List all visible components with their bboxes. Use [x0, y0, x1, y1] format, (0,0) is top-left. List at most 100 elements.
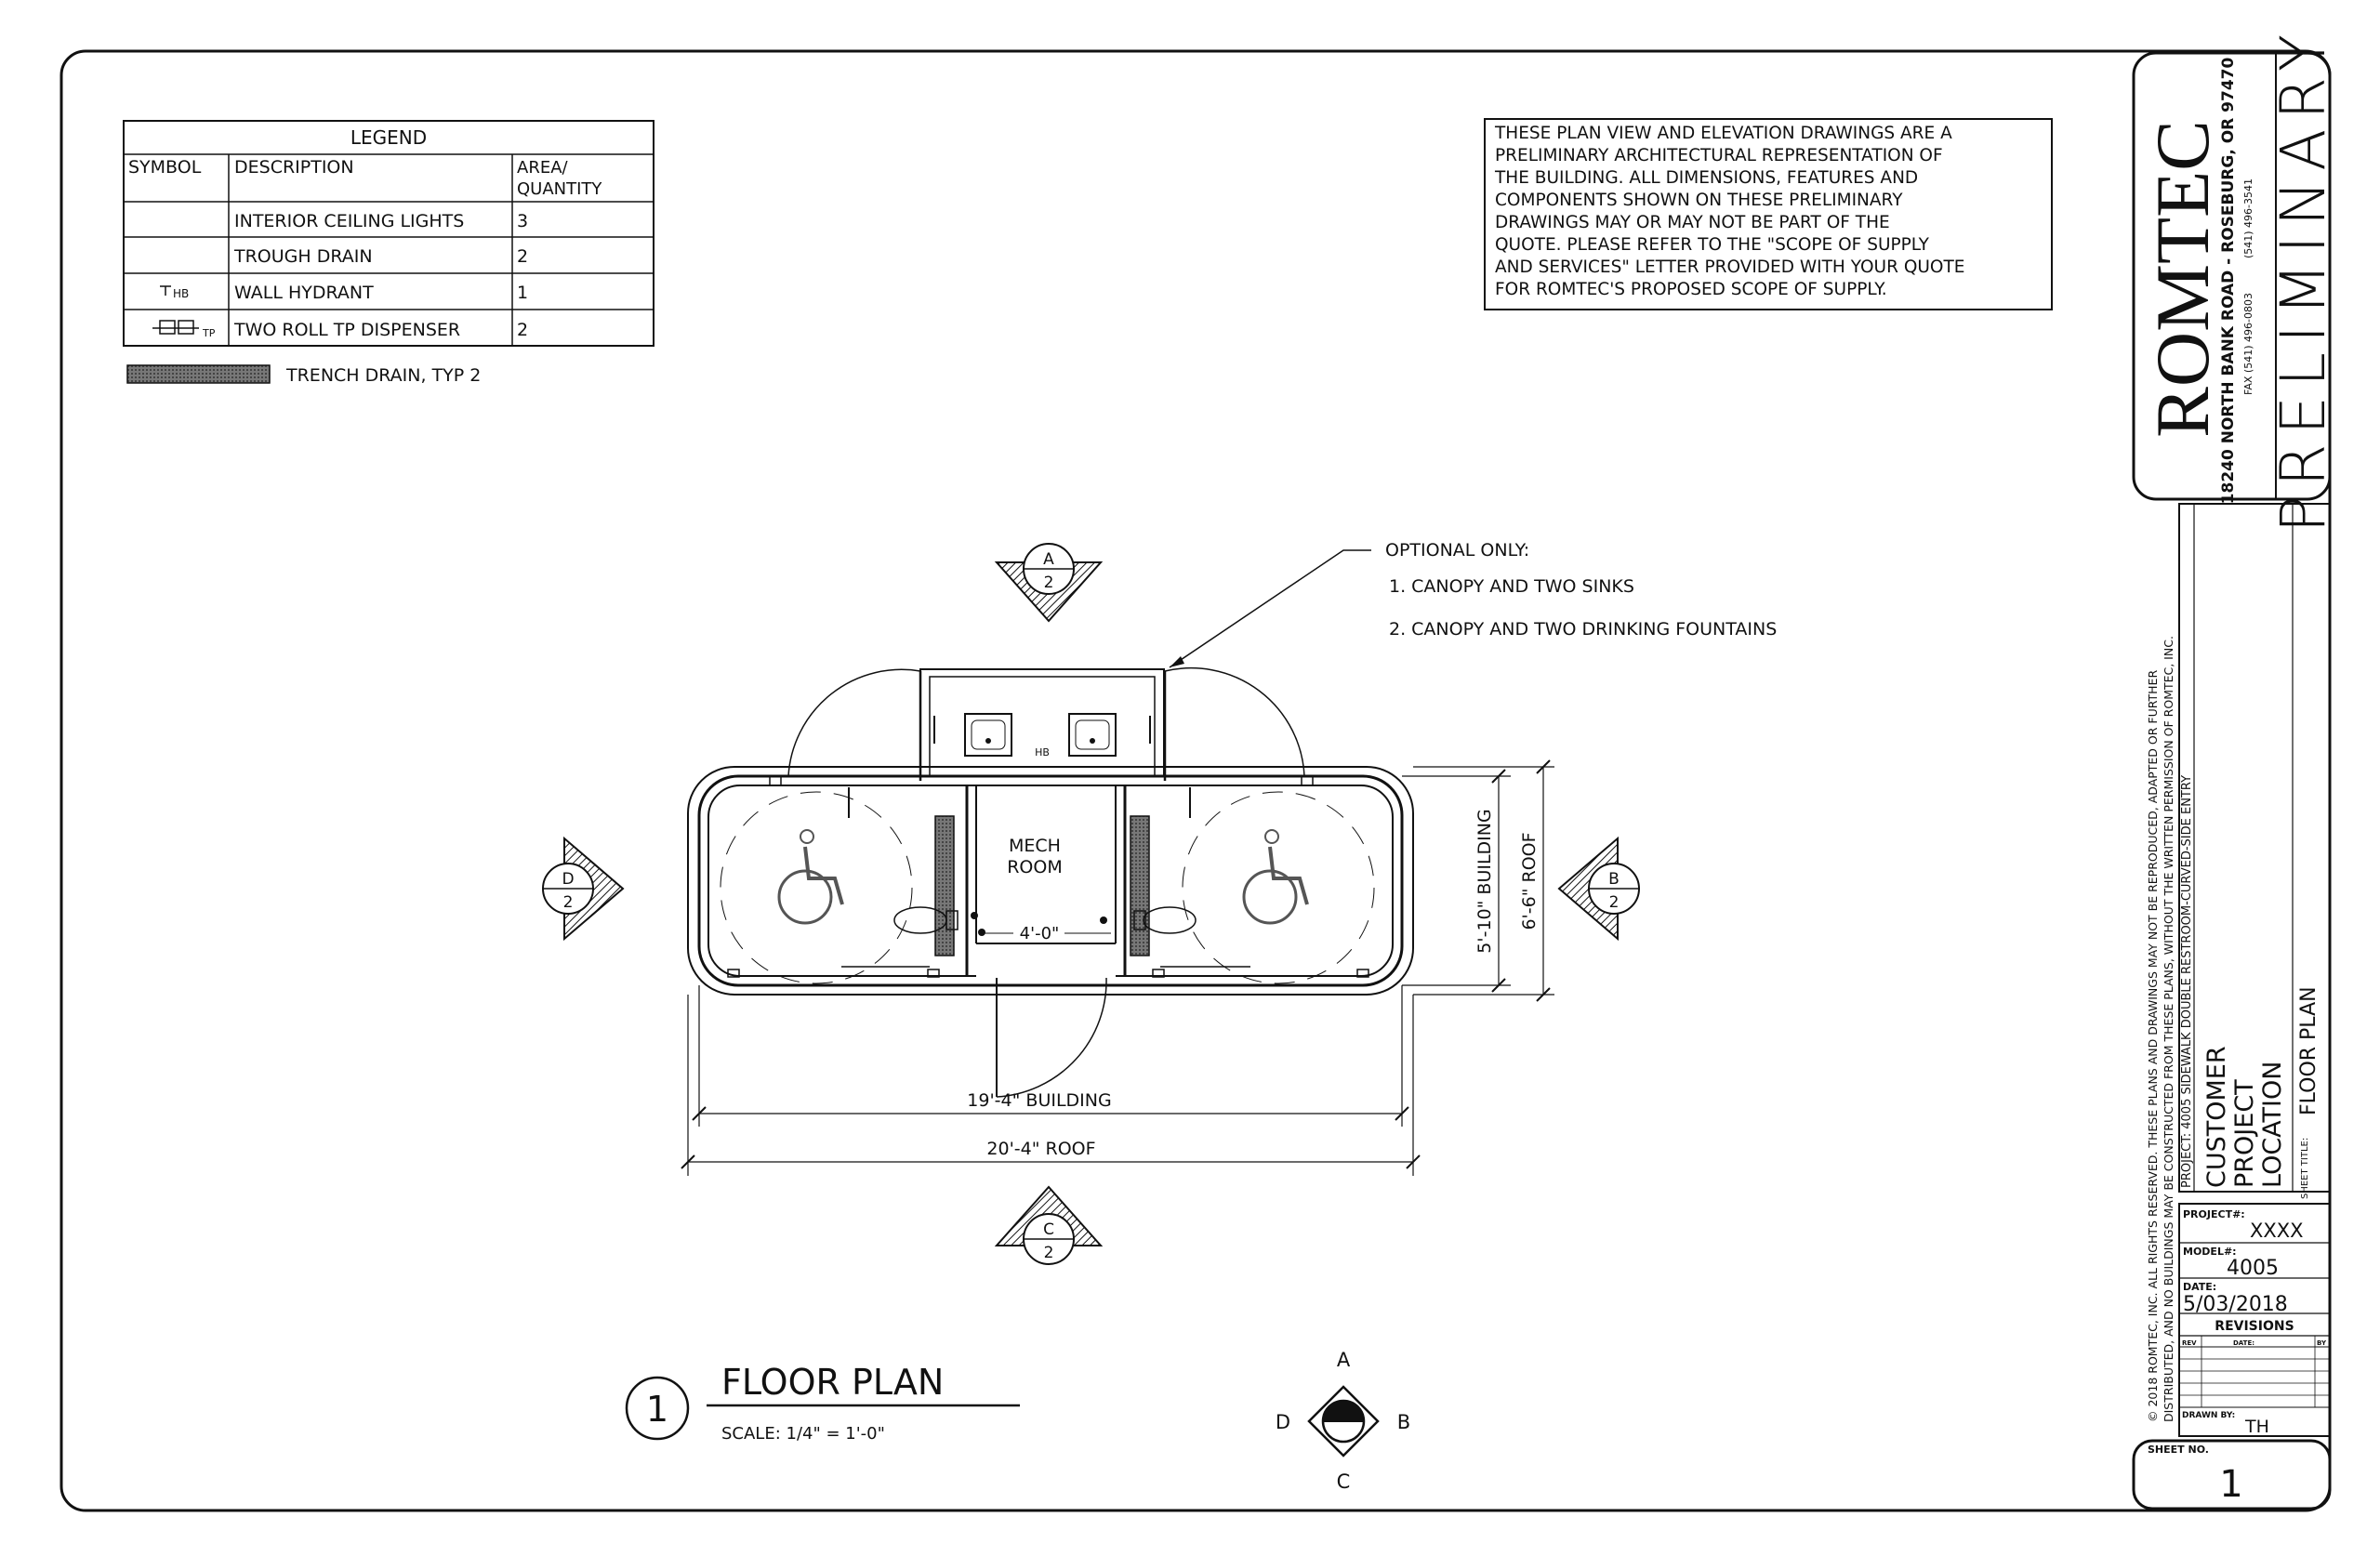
legend-header-description: DESCRIPTION [234, 157, 354, 178]
section-sheet: 2 [1044, 574, 1054, 592]
mech-room-label: MECH [1009, 836, 1061, 856]
section-letter: A [1043, 550, 1054, 569]
legend-row-description: TWO ROLL TP DISPENSER [233, 320, 460, 340]
compass-east: B [1397, 1411, 1410, 1433]
roof-depth-label: 6'-6" ROOF [1519, 832, 1540, 930]
sheet-number-box [2132, 1439, 2332, 1510]
legend-title: LEGEND [350, 126, 427, 149]
section-marker-b: B 2 [1557, 836, 1640, 942]
building-wall-outer [697, 774, 1404, 987]
legend-row-quantity: 1 [517, 283, 528, 303]
trench-drain-legend: TRENCH DRAIN, TYP 2 [126, 364, 481, 386]
floor-plan: MECH ROOM 4'-0" HB [681, 666, 1554, 1176]
section-marker-d: D 2 [542, 836, 625, 942]
legend-row-quantity: 3 [517, 211, 528, 231]
project-box [2178, 503, 2331, 1193]
legend-row-quantity: 2 [517, 320, 528, 340]
hydrant-symbol-icon: HB [160, 285, 189, 300]
drawing-number: 1 [646, 1389, 668, 1430]
canopy [919, 668, 1165, 777]
roof-depth-dimension: 6'-6" ROOF [1413, 759, 1554, 1002]
disclaimer-box: THESE PLAN VIEW AND ELEVATION DRAWINGS A… [1484, 118, 2053, 310]
company-logo: ROMTEC [2140, 120, 2225, 438]
toilet-icon [1143, 906, 1197, 934]
section-sheet: 2 [563, 893, 574, 912]
model-no: 4005 [2227, 1257, 2279, 1280]
legend-row-description: TROUGH DRAIN [233, 246, 373, 267]
sink-icon [1068, 713, 1117, 757]
sheet-title-label: SHEET TITLE: [2300, 1138, 2310, 1199]
compass-north: A [1337, 1349, 1351, 1371]
building-depth-dimension: 5'-10" BUILDING [1402, 769, 1511, 993]
trench-drain [1130, 815, 1150, 956]
accessibility-icon [777, 829, 844, 925]
section-letter: B [1608, 870, 1620, 889]
disclaimer-line: FOR ROMTEC'S PROPOSED SCOPE OF SUPPLY. [1495, 280, 1887, 299]
drawing-scale: SCALE: 1/4" = 1'-0" [721, 1424, 885, 1444]
mech-width-dim: 4'-0" [1020, 924, 1060, 943]
rev-header: DATE: [2233, 1339, 2254, 1347]
building-depth-label: 5'-10" BUILDING [1474, 809, 1495, 953]
disclaimer-line: PRELIMINARY ARCHITECTURAL REPRESENTATION… [1495, 146, 1943, 165]
sheet-no-label: SHEET NO. [2148, 1444, 2209, 1456]
section-letter: C [1043, 1220, 1054, 1239]
section-sheet: 2 [1609, 893, 1620, 912]
company-phone: (541) 496-3541 [2242, 178, 2254, 258]
disclaimer-line: DRAWINGS MAY OR MAY NOT BE PART OF THE [1495, 213, 1890, 232]
model-label: MODEL#: [2183, 1246, 2237, 1258]
project-no-label: PROJECT#: [2183, 1208, 2245, 1220]
tp-dispenser-symbol-icon: TP [152, 320, 216, 339]
title-block: ROMTEC 18240 NORTH BANK ROAD - ROSEBURG,… [2132, 25, 2339, 1510]
drawn-by-label: DRAWN BY: [2182, 1411, 2235, 1420]
building-width-dimension: 19'-4" BUILDING [692, 985, 1409, 1127]
roof-width-dimension: 20'-4" ROOF [681, 995, 1421, 1176]
trench-drain [934, 815, 955, 956]
section-marker-c: C 2 [994, 1185, 1104, 1265]
disclaimer-line: THESE PLAN VIEW AND ELEVATION DRAWINGS A… [1494, 124, 1952, 143]
company-address: 18240 NORTH BANK ROAD - ROSEBURG, OR 974… [2219, 57, 2238, 504]
sheet-title: FLOOR PLAN [2297, 986, 2320, 1115]
sheet-border [60, 49, 2332, 1512]
rev-header: REV [2182, 1339, 2197, 1347]
right-turning-circle [1182, 791, 1375, 984]
legend-row-symbol: TP [202, 327, 216, 339]
project-location: LOCATION [2258, 1062, 2287, 1188]
notes-item: 1. CANOPY AND TWO SINKS [1389, 576, 1634, 597]
customer-name: CUSTOMER [2202, 1046, 2231, 1188]
revisions-title: REVISIONS [2215, 1319, 2294, 1334]
legend-row-description: WALL HYDRANT [234, 283, 374, 303]
section-letter: D [562, 870, 574, 889]
disclaimer-line: COMPONENTS SHOWN ON THESE PRELIMINARY [1495, 191, 1903, 210]
project-no: XXXX [2250, 1220, 2304, 1242]
copyright-line: DISTRIBUTED, AND NO BUILDINGS MAY BE CON… [2162, 636, 2175, 1422]
logo-box [2132, 51, 2332, 501]
drawing-title: 1 FLOOR PLAN SCALE: 1/4" = 1'-0" [625, 1362, 1020, 1444]
trench-drain-swatch [126, 364, 271, 384]
accessibility-icon [1242, 829, 1309, 925]
legend-header-area: AREA/ [517, 158, 569, 178]
copyright-line: © 2018 ROMTEC, INC. ALL RIGHTS RESERVED.… [2146, 670, 2160, 1422]
building-width-label: 19'-4" BUILDING [967, 1090, 1111, 1111]
sheet-no: 1 [2219, 1463, 2242, 1506]
drawing-title-text: FLOOR PLAN [721, 1362, 944, 1403]
disclaimer-line: AND SERVICES" LETTER PROVIDED WITH YOUR … [1495, 257, 1964, 277]
drawing-number-bubble [625, 1376, 690, 1441]
date-label: DATE: [2183, 1281, 2216, 1293]
optional-notes: OPTIONAL ONLY: 1. CANOPY AND TWO SINKS 2… [1169, 540, 1777, 668]
sink-icon [964, 713, 1012, 757]
trench-drain-label: TRENCH DRAIN, TYP 2 [285, 365, 481, 386]
company-fax: FAX (541) 496-0803 [2242, 293, 2254, 395]
project-label: PROJECT: 4005 SIDEWALK DOUBLE RESTROOM-C… [2180, 775, 2194, 1188]
compass-west: D [1276, 1411, 1290, 1433]
compass-rose-icon: A B C D [1276, 1349, 1410, 1493]
legend-row-description: INTERIOR CEILING LIGHTS [234, 211, 464, 231]
note-leader-line [1169, 549, 1371, 668]
notes-title: OPTIONAL ONLY: [1385, 540, 1529, 560]
roof-width-label: 20'-4" ROOF [986, 1139, 1095, 1159]
project-name: PROJECT [2230, 1079, 2259, 1188]
preliminary-stamp: PRELIMINARY [2268, 25, 2339, 533]
compass-south: C [1337, 1470, 1351, 1493]
legend-header-quantity: QUANTITY [517, 179, 602, 199]
legend-header-symbol: SYMBOL [128, 157, 202, 178]
section-sheet: 2 [1044, 1244, 1054, 1262]
